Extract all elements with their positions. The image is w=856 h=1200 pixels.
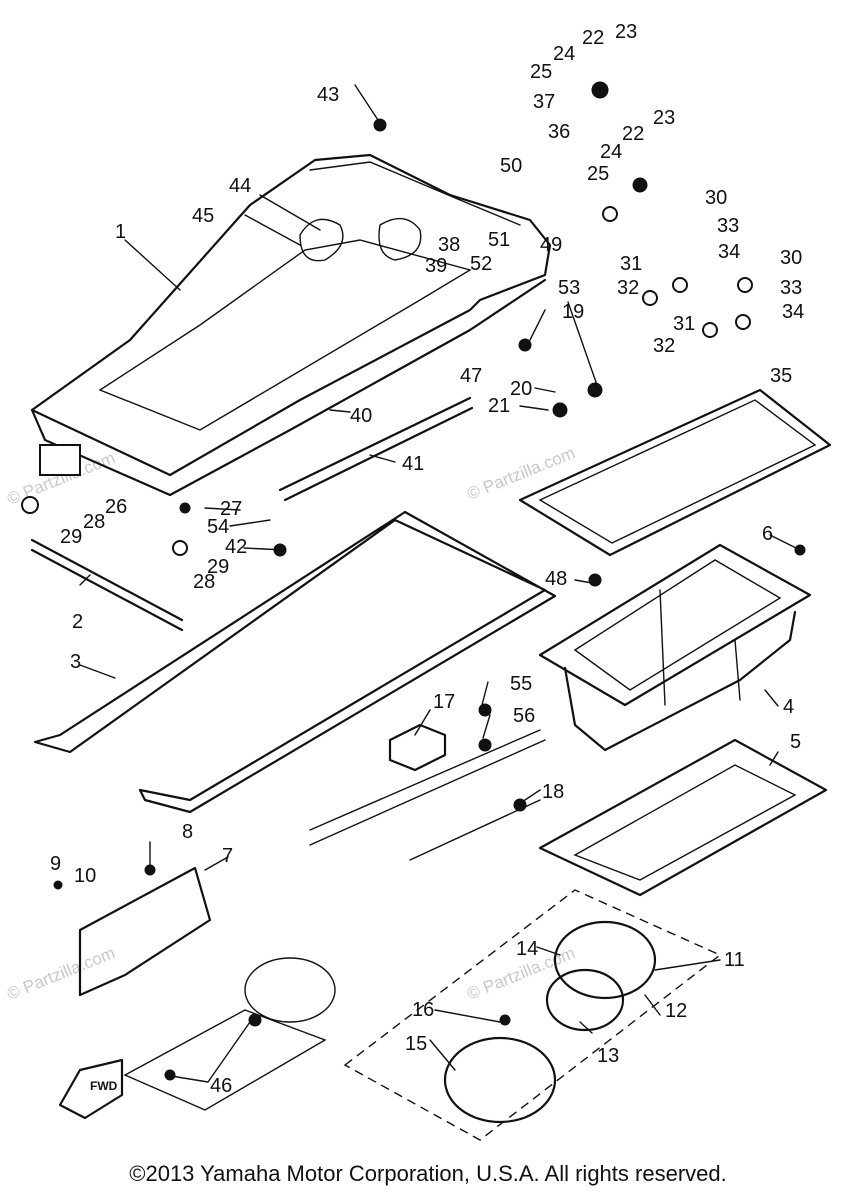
callout-label: 20	[510, 378, 532, 400]
callout-label: 27	[220, 498, 242, 520]
callout-label: 33	[780, 277, 802, 299]
callout-label: 50	[500, 155, 522, 177]
callout-label: 32	[617, 277, 639, 299]
callout-label: 55	[510, 673, 532, 695]
callout-label: 17	[433, 691, 455, 713]
callout-label: 52	[470, 253, 492, 275]
callout-label: 4	[783, 696, 794, 718]
watermark: © Partzilla.com	[464, 443, 577, 504]
fasteners	[21, 81, 806, 1081]
callout-label: 25	[587, 163, 609, 185]
watermark: © Partzilla.com	[4, 943, 117, 1004]
copyright-notice: ©2013 Yamaha Motor Corporation, U.S.A. A…	[129, 1161, 727, 1186]
callout-label: 54	[207, 516, 229, 538]
callout-label: 22	[622, 123, 644, 145]
callout-label: 5	[790, 731, 801, 753]
callout-label: 48	[545, 568, 567, 590]
callout-label: 33	[717, 215, 739, 237]
callout-label: 12	[665, 1000, 687, 1022]
callout-label: 10	[74, 865, 96, 887]
strip-part-2	[30, 538, 184, 632]
callout-label: 34	[782, 301, 804, 323]
callout-label: 30	[705, 187, 727, 209]
gasket-35	[518, 388, 832, 557]
callout-label: 40	[350, 405, 372, 427]
callout-label: 26	[105, 496, 127, 518]
callout-label: 56	[513, 705, 535, 727]
callout-label: 8	[182, 821, 193, 843]
callout-label: 9	[50, 853, 61, 875]
callout-label: 23	[653, 107, 675, 129]
fwd-label: FWD	[90, 1079, 118, 1093]
callout-label: 21	[488, 395, 510, 417]
callout-label: 24	[553, 43, 575, 65]
callout-label: 51	[488, 229, 510, 251]
callout-label: 31	[620, 253, 642, 275]
callout-label: 29	[60, 526, 82, 548]
callout-label: 28	[193, 571, 215, 593]
callout-label: 44	[229, 175, 251, 197]
callout-label: 37	[533, 91, 555, 113]
seal-rubber-3	[33, 510, 557, 814]
rod-41	[278, 396, 474, 502]
callout-label: 38	[438, 234, 460, 256]
callout-label: 6	[762, 523, 773, 545]
callout-label: 42	[225, 536, 247, 558]
callout-label: 36	[548, 121, 570, 143]
frame-gasket-5	[538, 738, 828, 897]
leader-lines	[79, 84, 801, 1083]
callout-label: 19	[562, 301, 584, 323]
callout-label: 29	[207, 556, 229, 578]
callout-label: 39	[425, 255, 447, 277]
callout-label: 34	[718, 241, 740, 263]
callout-label: 2	[72, 611, 83, 633]
callout-label: 24	[600, 141, 622, 163]
fwd-arrow-icon: FWD	[58, 1058, 124, 1120]
callout-label: 46	[210, 1075, 232, 1097]
callout-label: 13	[597, 1045, 619, 1067]
callout-label: 49	[540, 234, 562, 256]
bracket-17	[309, 723, 546, 861]
callout-label: 22	[582, 27, 604, 49]
plate-46	[123, 1009, 327, 1111]
callout-label: 30	[780, 247, 802, 269]
callout-label: 23	[615, 21, 637, 43]
hood-latch-plate	[39, 444, 81, 476]
callout-label: 45	[192, 205, 214, 227]
callout-label: 35	[770, 365, 792, 387]
callout-label: 7	[222, 845, 233, 867]
ventilator-assembly-11	[244, 889, 722, 1141]
callout-label: 32	[653, 335, 675, 357]
parts-diagram: © Partzilla.com © Partzilla.com © Partzi…	[4, 21, 832, 1141]
callout-label: 1	[115, 221, 126, 243]
callout-label: 41	[402, 453, 424, 475]
callout-labels: 1 2 3 4 5 6 7 8 9 10 11 12 13 14 15 16 1…	[50, 21, 804, 1097]
callout-label: 28	[83, 511, 105, 533]
callout-label: 47	[460, 365, 482, 387]
callout-label: 31	[673, 313, 695, 335]
callout-label: 15	[405, 1033, 427, 1055]
callout-label: 3	[70, 651, 81, 673]
callout-label: 14	[516, 938, 538, 960]
callout-label: 16	[412, 999, 434, 1021]
hood-cover	[30, 153, 552, 497]
callout-label: 53	[558, 277, 580, 299]
bracket-7	[78, 866, 212, 997]
callout-label: 11	[724, 949, 745, 971]
callout-label: 25	[530, 61, 552, 83]
callout-label: 18	[542, 781, 564, 803]
storage-box-4	[538, 543, 812, 752]
callout-label: 43	[317, 84, 339, 106]
